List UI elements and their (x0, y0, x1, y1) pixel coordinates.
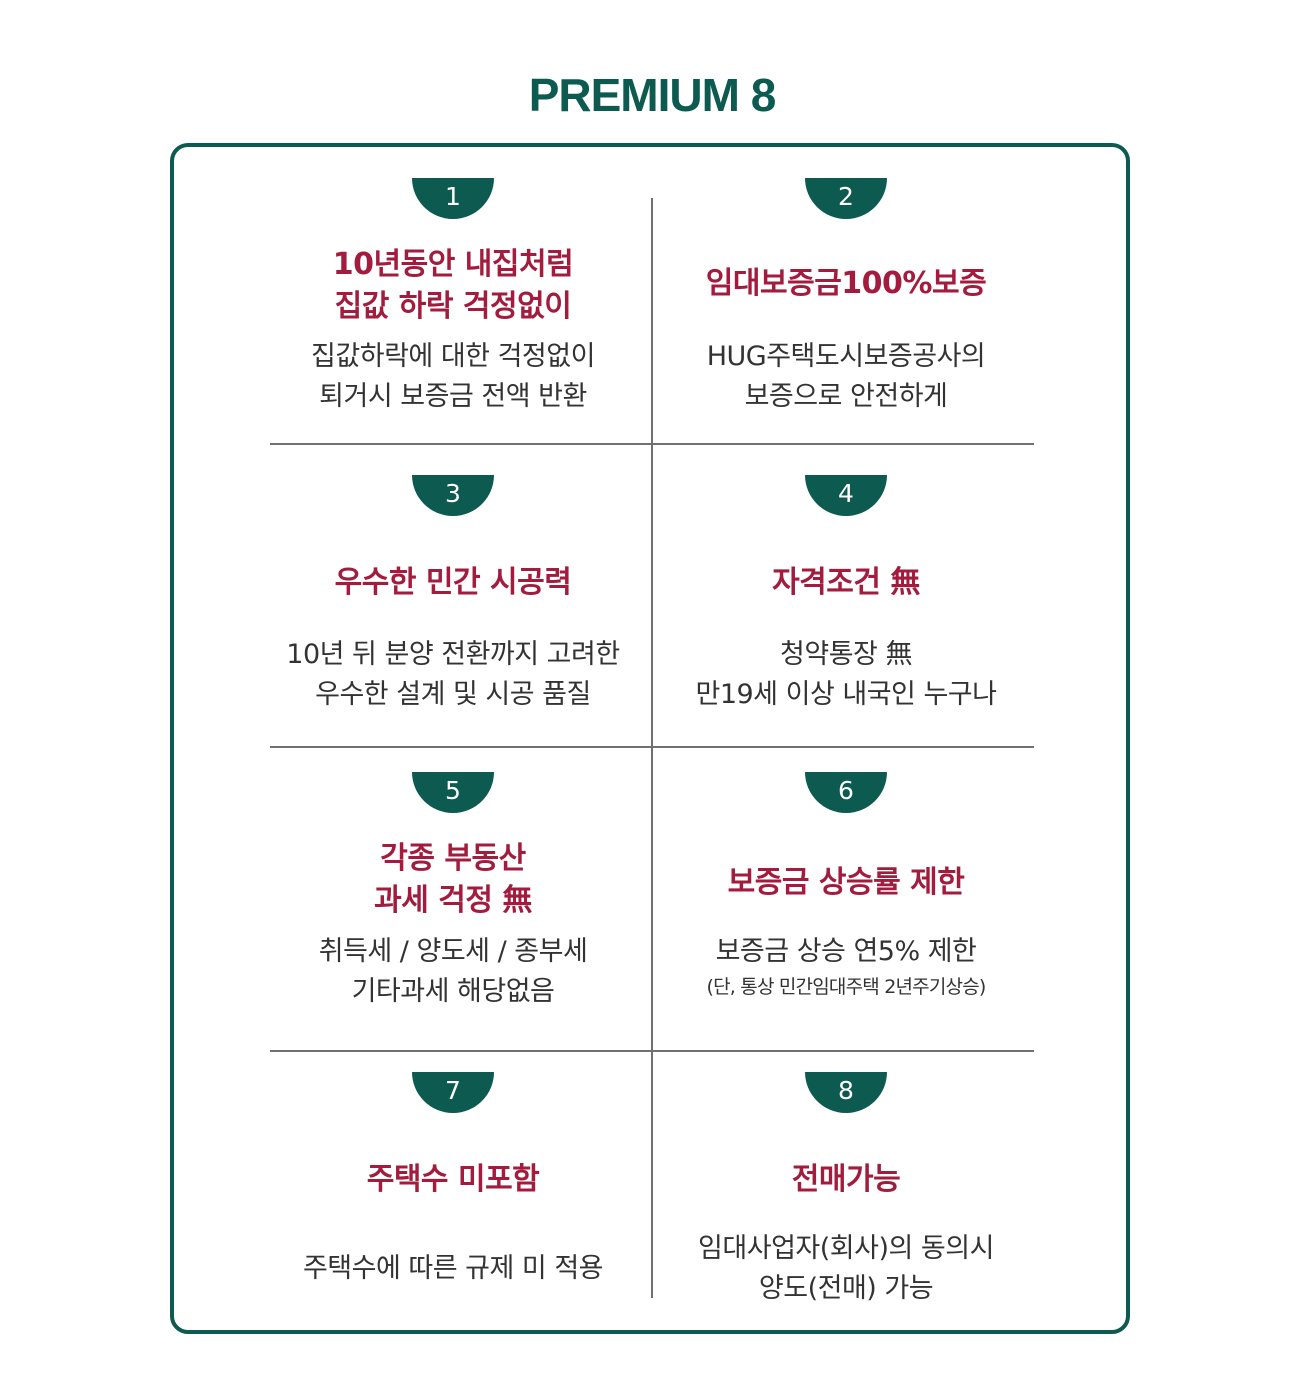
item-description: 10년 뒤 분양 전환까지 고려한 우수한 설계 및 시공 품질 (286, 639, 620, 710)
item-heading: 자격조건 無 (772, 565, 920, 600)
item-description: 주택수에 따른 규제 미 적용 (302, 1253, 604, 1284)
item-heading: 10년동안 내집처럼 집값 하락 걱정없이 (332, 247, 574, 324)
item-description: 청약통장 無 만19세 이상 내국인 누구나 (695, 639, 997, 710)
premium-item-3: 3 우수한 민간 시공력 10년 뒤 분양 전환까지 고려한 우수한 설계 및 … (263, 475, 643, 775)
premium-item-2: 2 임대보증금100%보증 HUG주택도시보증공사의 보증으로 안전하게 (656, 178, 1036, 478)
number-badge: 8 (805, 1072, 887, 1113)
row-divider (270, 443, 1034, 445)
item-note: (단, 통상 민간임대주택 2년주기상승) (706, 976, 987, 998)
item-heading: 임대보증금100%보증 (705, 266, 987, 301)
number-badge: 6 (805, 772, 887, 813)
item-heading: 보증금 상승률 제한 (727, 865, 965, 900)
number-badge: 7 (412, 1072, 494, 1113)
item-heading: 주택수 미포함 (366, 1162, 540, 1197)
item-description: HUG주택도시보증공사의 보증으로 안전하게 (706, 341, 986, 412)
premium-item-6: 6 보증금 상승률 제한 보증금 상승 연5% 제한 (단, 통상 민간임대주택… (656, 772, 1036, 1072)
column-divider (651, 198, 653, 1298)
row-divider (270, 1050, 1034, 1052)
premium-card (170, 143, 1130, 1334)
item-description: 취득세 / 양도세 / 종부세 기타과세 해당없음 (318, 936, 588, 1007)
row-divider (270, 746, 1034, 748)
number-badge: 1 (412, 178, 494, 219)
item-description: 임대사업자(회사)의 동의시 양도(전매) 가능 (698, 1233, 994, 1304)
premium-item-4: 4 자격조건 無 청약통장 無 만19세 이상 내국인 누구나 (656, 475, 1036, 775)
premium-item-1: 1 10년동안 내집처럼 집값 하락 걱정없이 집값하락에 대한 걱정없이 퇴거… (263, 178, 643, 478)
premium-item-7: 7 주택수 미포함 주택수에 따른 규제 미 적용 (263, 1072, 643, 1372)
item-description: 집값하락에 대한 걱정없이 퇴거시 보증금 전액 반환 (311, 341, 595, 412)
page-title: PREMIUM 8 (528, 69, 777, 121)
item-description: 보증금 상승 연5% 제한 (단, 통상 민간임대주택 2년주기상승) (636, 932, 1056, 1002)
item-heading: 전매가능 (791, 1162, 901, 1197)
item-heading: 우수한 민간 시공력 (334, 565, 572, 600)
number-badge: 3 (412, 475, 494, 516)
premium-item-5: 5 각종 부동산 과세 걱정 無 취득세 / 양도세 / 종부세 기타과세 해당… (263, 772, 643, 1072)
number-badge: 4 (805, 475, 887, 516)
number-badge: 5 (412, 772, 494, 813)
number-badge: 2 (805, 178, 887, 219)
premium-item-8: 8 전매가능 임대사업자(회사)의 동의시 양도(전매) 가능 (656, 1072, 1036, 1372)
item-heading: 각종 부동산 과세 걱정 無 (374, 841, 532, 918)
